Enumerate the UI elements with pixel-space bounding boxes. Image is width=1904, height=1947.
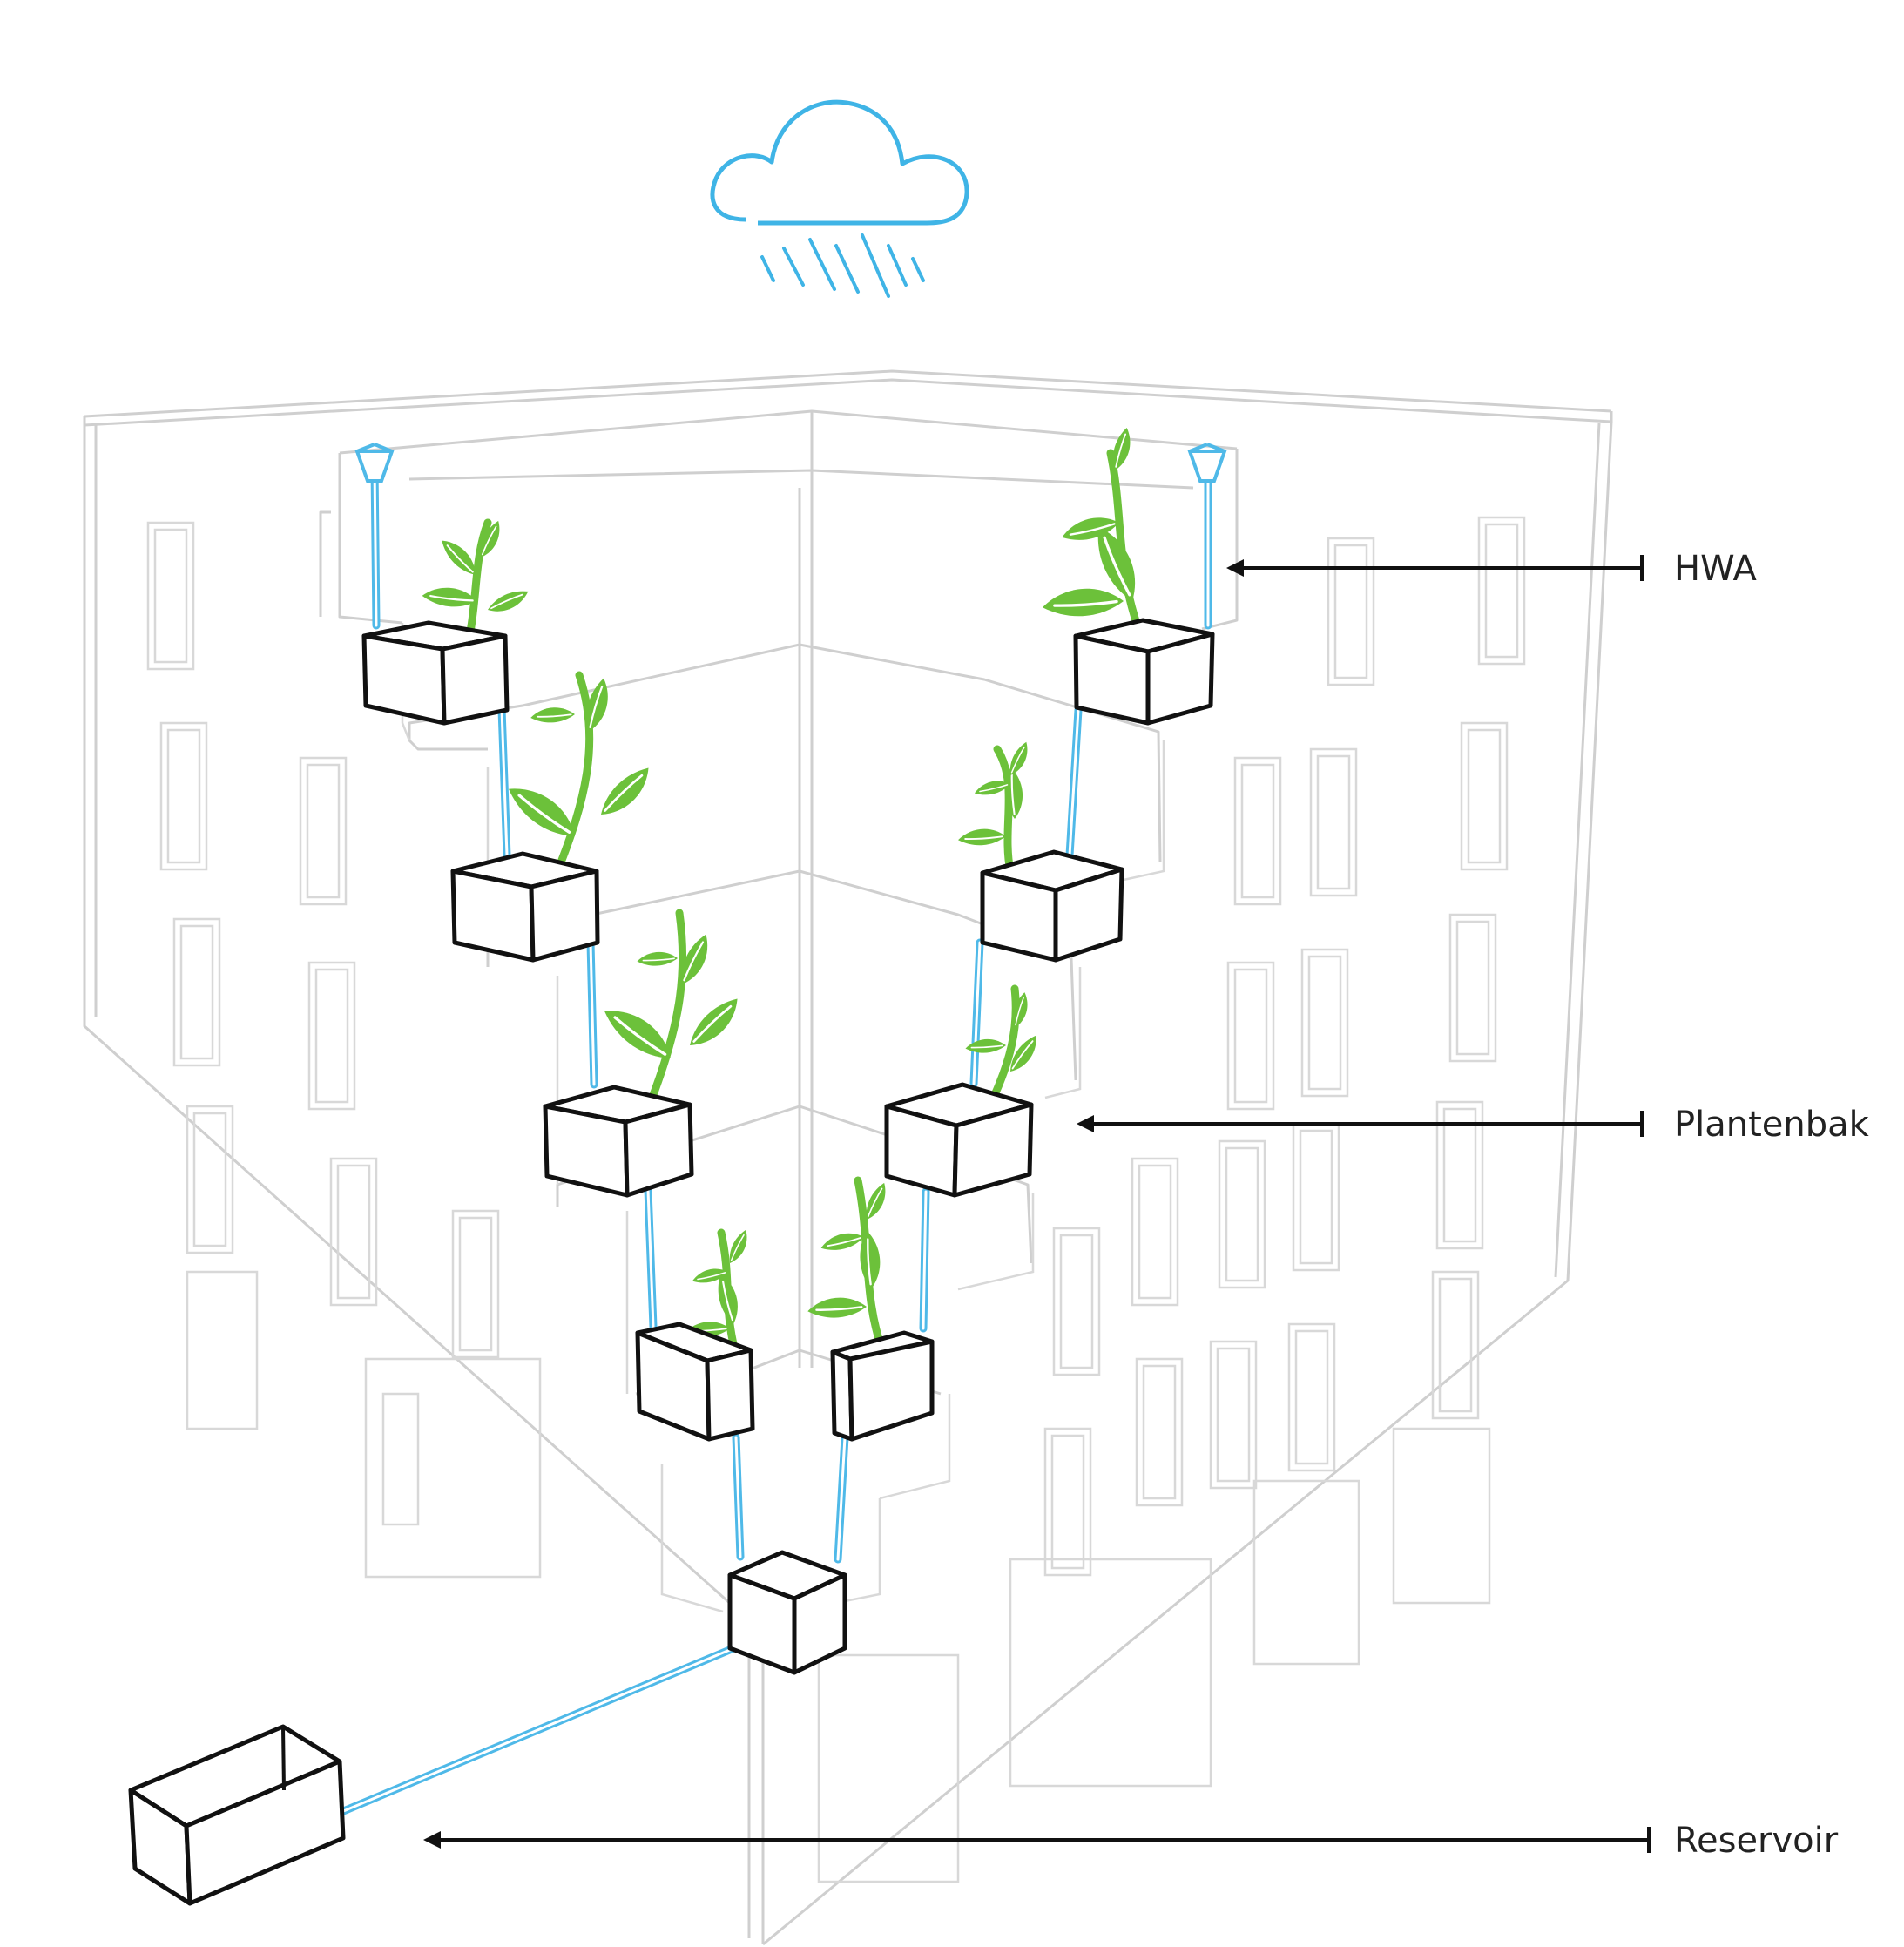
label-hwa: HWA bbox=[1674, 549, 1757, 589]
planter-box bbox=[543, 1085, 694, 1198]
rain-cloud-icon bbox=[710, 99, 969, 298]
plant-icon bbox=[807, 1176, 897, 1359]
planter-box-bottom bbox=[727, 1550, 847, 1675]
downpipe-funnel-icon bbox=[354, 443, 395, 483]
downpipe-funnel-icon bbox=[1187, 443, 1227, 483]
plant-icon bbox=[507, 671, 657, 875]
planter-box bbox=[450, 851, 600, 963]
planter-box bbox=[884, 1082, 1034, 1198]
plant-icon bbox=[957, 740, 1038, 875]
plant-icon bbox=[685, 1228, 758, 1359]
plant-icon bbox=[1041, 427, 1146, 643]
reservoir-tank bbox=[128, 1724, 346, 1906]
planter-box bbox=[1073, 618, 1215, 726]
label-reservoir: Reservoir bbox=[1674, 1821, 1839, 1861]
building bbox=[83, 369, 1613, 1946]
callout-hwa: HWA bbox=[1226, 549, 1757, 589]
planter-box bbox=[361, 620, 510, 726]
plant-icon bbox=[421, 518, 530, 636]
callout-reservoir: Reservoir bbox=[423, 1821, 1839, 1861]
water-pipes bbox=[337, 462, 1212, 1816]
planter-box bbox=[635, 1322, 755, 1442]
label-plantenbak: Plantenbak bbox=[1674, 1105, 1870, 1145]
planter-box bbox=[830, 1330, 935, 1442]
rain-drops bbox=[760, 233, 925, 298]
plant-icon bbox=[603, 909, 746, 1111]
callout-plantenbak: Plantenbak bbox=[1077, 1105, 1870, 1145]
planter-box bbox=[980, 849, 1124, 963]
